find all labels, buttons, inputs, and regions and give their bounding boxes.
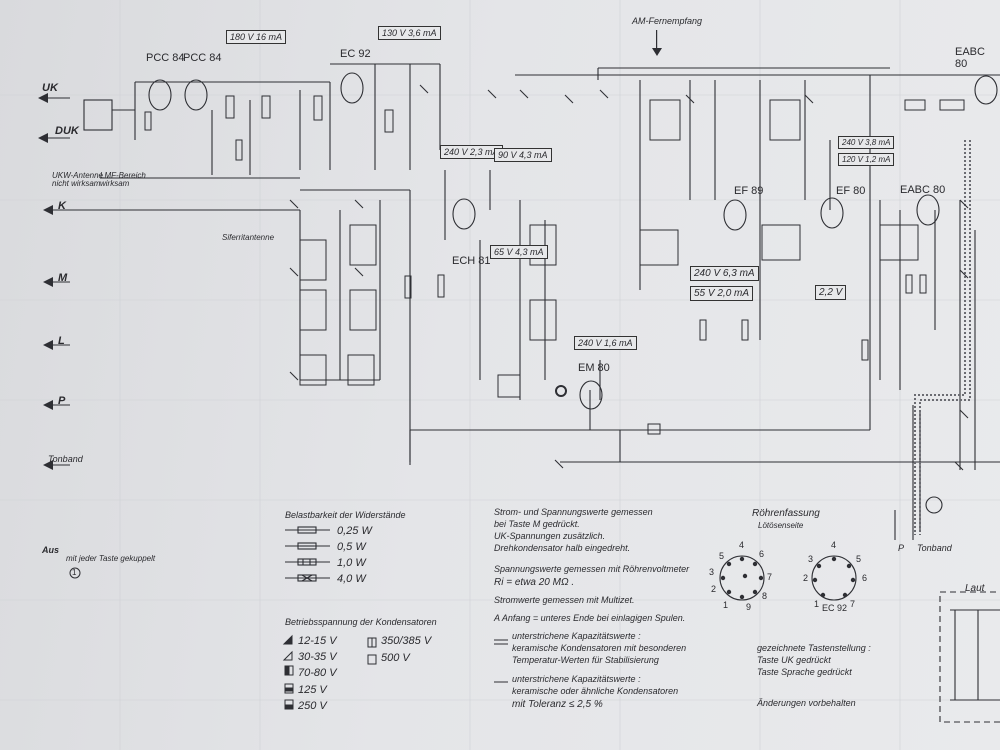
- socket9-pin: 5: [719, 551, 725, 561]
- capacitor-legend-item: 70-80 V: [298, 667, 337, 679]
- note-line: UK-Spannungen zusätzlich.: [494, 531, 606, 541]
- note-line: keramische Kondensatoren mit besonderen: [512, 643, 687, 653]
- socket-pins: [720, 556, 856, 600]
- measure-65v: 65 V 4,3 mA: [490, 245, 548, 259]
- resistor-legend-title: Belastbarkeit der Widerstände: [285, 510, 406, 520]
- capacitor-legend-symbols: [282, 634, 377, 710]
- note-line: Drehkondensator halb eingedreht.: [494, 543, 631, 553]
- note-line: unterstrichene Kapazitätswerte :: [512, 631, 641, 641]
- switch-m-label: M: [58, 272, 68, 284]
- resistor-legend-item: 1,0 W: [337, 557, 366, 569]
- note-line: keramische oder ähnliche Kondensatoren: [512, 686, 679, 696]
- note-line: A Anfang = unteres Ende bei einlagigen S…: [494, 613, 686, 623]
- aus-number-circle: [69, 567, 81, 579]
- tube-ef80: EF 80: [836, 185, 866, 197]
- tube-eabc80: EABC 80: [900, 184, 946, 196]
- aenderungen-note: Änderungen vorbehalten: [757, 698, 856, 708]
- note-line: Stromwerte gemessen mit Multizet.: [494, 595, 635, 605]
- capacitor-legend-item: 500 V: [381, 652, 410, 664]
- socket7-pin: 6: [862, 573, 868, 583]
- p-connector-label: P: [898, 543, 905, 553]
- measure-130v: 130 V 3,6 mA: [378, 26, 441, 40]
- capacitor-legend-title: Betriebsspannung der Kondensatoren: [285, 617, 437, 627]
- socket9-pin: 6: [759, 549, 765, 559]
- socket7-pin: 5: [856, 554, 862, 564]
- ferritantenne-note: Siferritantenne: [222, 233, 275, 242]
- note-underlines: [494, 639, 508, 683]
- aus-note: mit jeder Taste gekuppelt: [66, 554, 156, 563]
- tastenstellung-note: gezeichnete Tastenstellung :: [757, 643, 871, 653]
- note-line: Spannungswerte gemessen mit Röhrenvoltme…: [494, 564, 690, 574]
- tube-symbols: [148, 72, 998, 514]
- resistor-legend-item: 0,25 W: [337, 525, 372, 537]
- socket9-pin: 1: [723, 600, 729, 610]
- switch-k-label: K: [58, 200, 66, 212]
- tube-pcc84-b: PCC 84: [183, 52, 222, 64]
- socket9-pin: 9: [746, 602, 752, 612]
- measure-240v-ef89: 240 V 6,3 mA: [690, 266, 759, 281]
- measure-240v-ef80: 240 V 3,8 mA: [838, 136, 895, 149]
- note-line: Strom- und Spannungswerte gemessen: [494, 507, 653, 517]
- resistor-legend-item: 0,5 W: [337, 541, 366, 553]
- tastenstellung-note: Taste Sprache gedrückt: [757, 667, 852, 677]
- measure-240v-em: 240 V 1,6 mA: [574, 336, 637, 350]
- switch-uk-label: UK: [42, 82, 58, 94]
- note-line: unterstrichene Kapazitätswerte :: [512, 674, 641, 684]
- capacitor-legend-item: 350/385 V: [381, 635, 432, 647]
- socket7-pin: 2: [803, 573, 809, 583]
- socket9-pin: 4: [739, 540, 745, 550]
- resistor-legend-item: 4,0 W: [337, 573, 366, 585]
- socket7-pin: 3: [808, 554, 814, 564]
- tube-ec92: EC 92: [340, 48, 371, 60]
- switch-aus-label: Aus: [42, 545, 60, 555]
- capacitor-legend-item: 30-35 V: [298, 651, 337, 663]
- capacitor-legend-item: 125 V: [298, 684, 327, 696]
- tonband-connector-label: Tonband: [917, 543, 952, 553]
- laut-label: Laut: [965, 583, 985, 594]
- socket7-pin: 4: [831, 540, 837, 550]
- note-line: bei Taste M gedrückt.: [494, 519, 580, 529]
- measure-120v: 120 V 1,2 mA: [838, 153, 895, 166]
- resistor-legend-symbols: [285, 526, 330, 582]
- switch-duk-label: DUK: [55, 125, 79, 137]
- socket7-pin: 1: [814, 599, 820, 609]
- capacitor-legend-item: 12-15 V: [298, 635, 337, 647]
- tube-sockets: [719, 555, 857, 601]
- laut-box: [939, 591, 1000, 723]
- switch-contacts: [289, 84, 969, 471]
- switch-tonband-label: Tonband: [48, 454, 83, 464]
- shield-line: [914, 140, 971, 535]
- measure-2-2v: 2,2 V: [815, 285, 847, 300]
- capacitor-legend-item: 250 V: [298, 700, 327, 712]
- measure-180v: 180 V 16 mA: [226, 30, 287, 44]
- measure-55v: 55 V 2,0 mA: [690, 286, 754, 301]
- lmf-bereich-note: LMF-Bereich wirksam: [100, 171, 146, 188]
- tube-ech81: ECH 81: [452, 255, 491, 267]
- switch-p-label: P: [58, 395, 66, 407]
- tastenstellung-note: Taste UK gedrückt: [757, 655, 831, 665]
- corner-tube-label: EABC 80: [955, 46, 985, 70]
- socket-ec92-label: EC 92: [822, 603, 848, 613]
- tube-pcc84-a: PCC 84: [146, 52, 185, 64]
- roehrenfassung-subtitle: Lötösenseite: [758, 521, 804, 530]
- tube-em80: EM 80: [578, 362, 610, 374]
- note-line: Ri = etwa 20 MΩ .: [494, 577, 575, 588]
- tube-ef89: EF 89: [734, 185, 764, 197]
- socket9-pin: 7: [767, 572, 773, 582]
- note-line: mit Toleranz ≤ 2,5 %: [512, 699, 603, 710]
- aus-number: 1: [72, 568, 77, 577]
- measure-90v: 90 V 4,3 mA: [494, 148, 552, 162]
- note-line: Temperatur-Werten für Stabilisierung: [512, 655, 659, 665]
- socket9-pin: 3: [709, 567, 715, 577]
- socket9-pin: 2: [711, 584, 717, 594]
- ukw-antenne-note: UKW-Antenne nicht wirksam: [52, 171, 103, 188]
- socket7-pin: 7: [850, 599, 856, 609]
- switch-l-label: L: [58, 335, 65, 347]
- roehrenfassung-title: Röhrenfassung: [752, 508, 820, 519]
- input-arrows: [38, 30, 662, 470]
- socket9-pin: 8: [762, 591, 768, 601]
- am-fernempfang-label: AM-Fernempfang: [632, 16, 703, 26]
